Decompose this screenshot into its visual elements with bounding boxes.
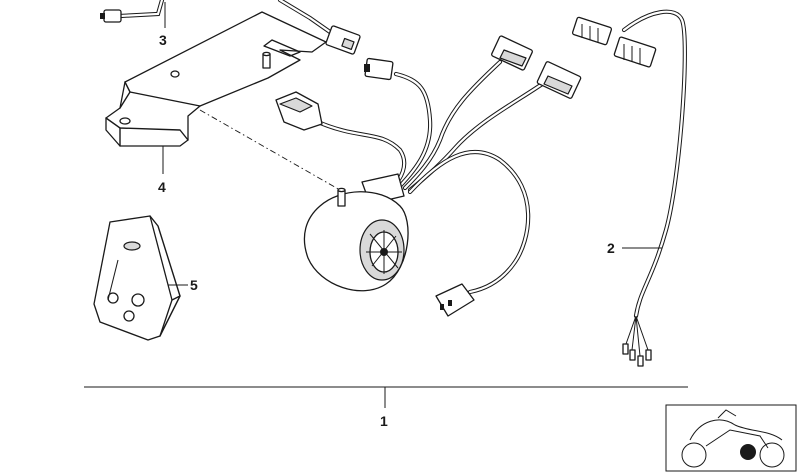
connector-plug-icon [364,57,394,81]
wiring-harness-icon [275,35,582,317]
part-3-cable [100,0,166,28]
assembly-line-1 [84,386,688,408]
part-2-cable [571,9,687,367]
bracket-side-cable [277,0,361,55]
siren-icon [303,173,409,292]
mounting-bracket-icon [105,11,341,191]
connector-plug-icon [571,16,613,46]
connector-plug-icon [613,36,657,68]
motorcycle-location-thumbnail [665,404,797,472]
siren-stud [337,187,346,207]
callout-3: 3 [159,32,167,48]
callout-1: 1 [380,413,388,429]
stud-bolt [262,51,271,69]
connector-plug-icon [275,91,323,131]
connector-plug-icon [100,9,122,23]
clamp-holder-icon [93,215,181,341]
connector-plug-icon [325,25,361,55]
callout-2: 2 [607,240,615,256]
connector-plug-icon [491,35,533,71]
connector-plug-icon [536,61,582,99]
connector-plug-icon [435,283,475,317]
callout-5: 5 [190,277,198,293]
callout-4: 4 [158,179,166,195]
